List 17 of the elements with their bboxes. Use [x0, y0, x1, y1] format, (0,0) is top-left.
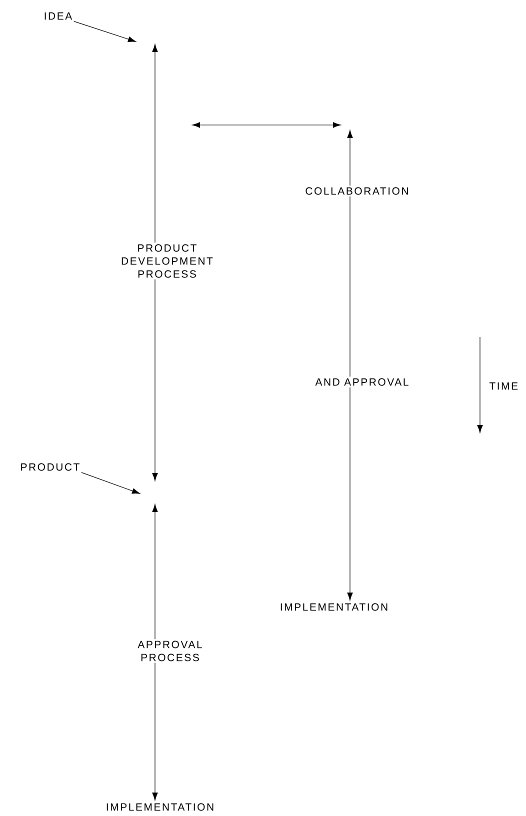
process-label: PRODUCT [21, 463, 80, 471]
process-label: IMPLEMENTATION [106, 803, 214, 811]
arrow [81, 472, 140, 494]
arrow [152, 44, 158, 243]
process-label: PRODUCT DEVELOPMENT PROCESS [122, 244, 213, 278]
arrow [152, 504, 158, 640]
time-label: TIME [489, 382, 518, 390]
process-label: AND APPROVAL [315, 378, 408, 386]
arrow [74, 21, 136, 42]
process-label: APPROVAL PROCESS [138, 640, 202, 662]
arrow [347, 130, 353, 186]
arrow [347, 387, 353, 600]
process-label: IMPLEMENTATION [280, 603, 388, 611]
process-label: IDEA [44, 12, 72, 20]
arrow [152, 662, 158, 800]
arrow [152, 279, 158, 481]
process-label: COLLABORATION [306, 187, 408, 195]
